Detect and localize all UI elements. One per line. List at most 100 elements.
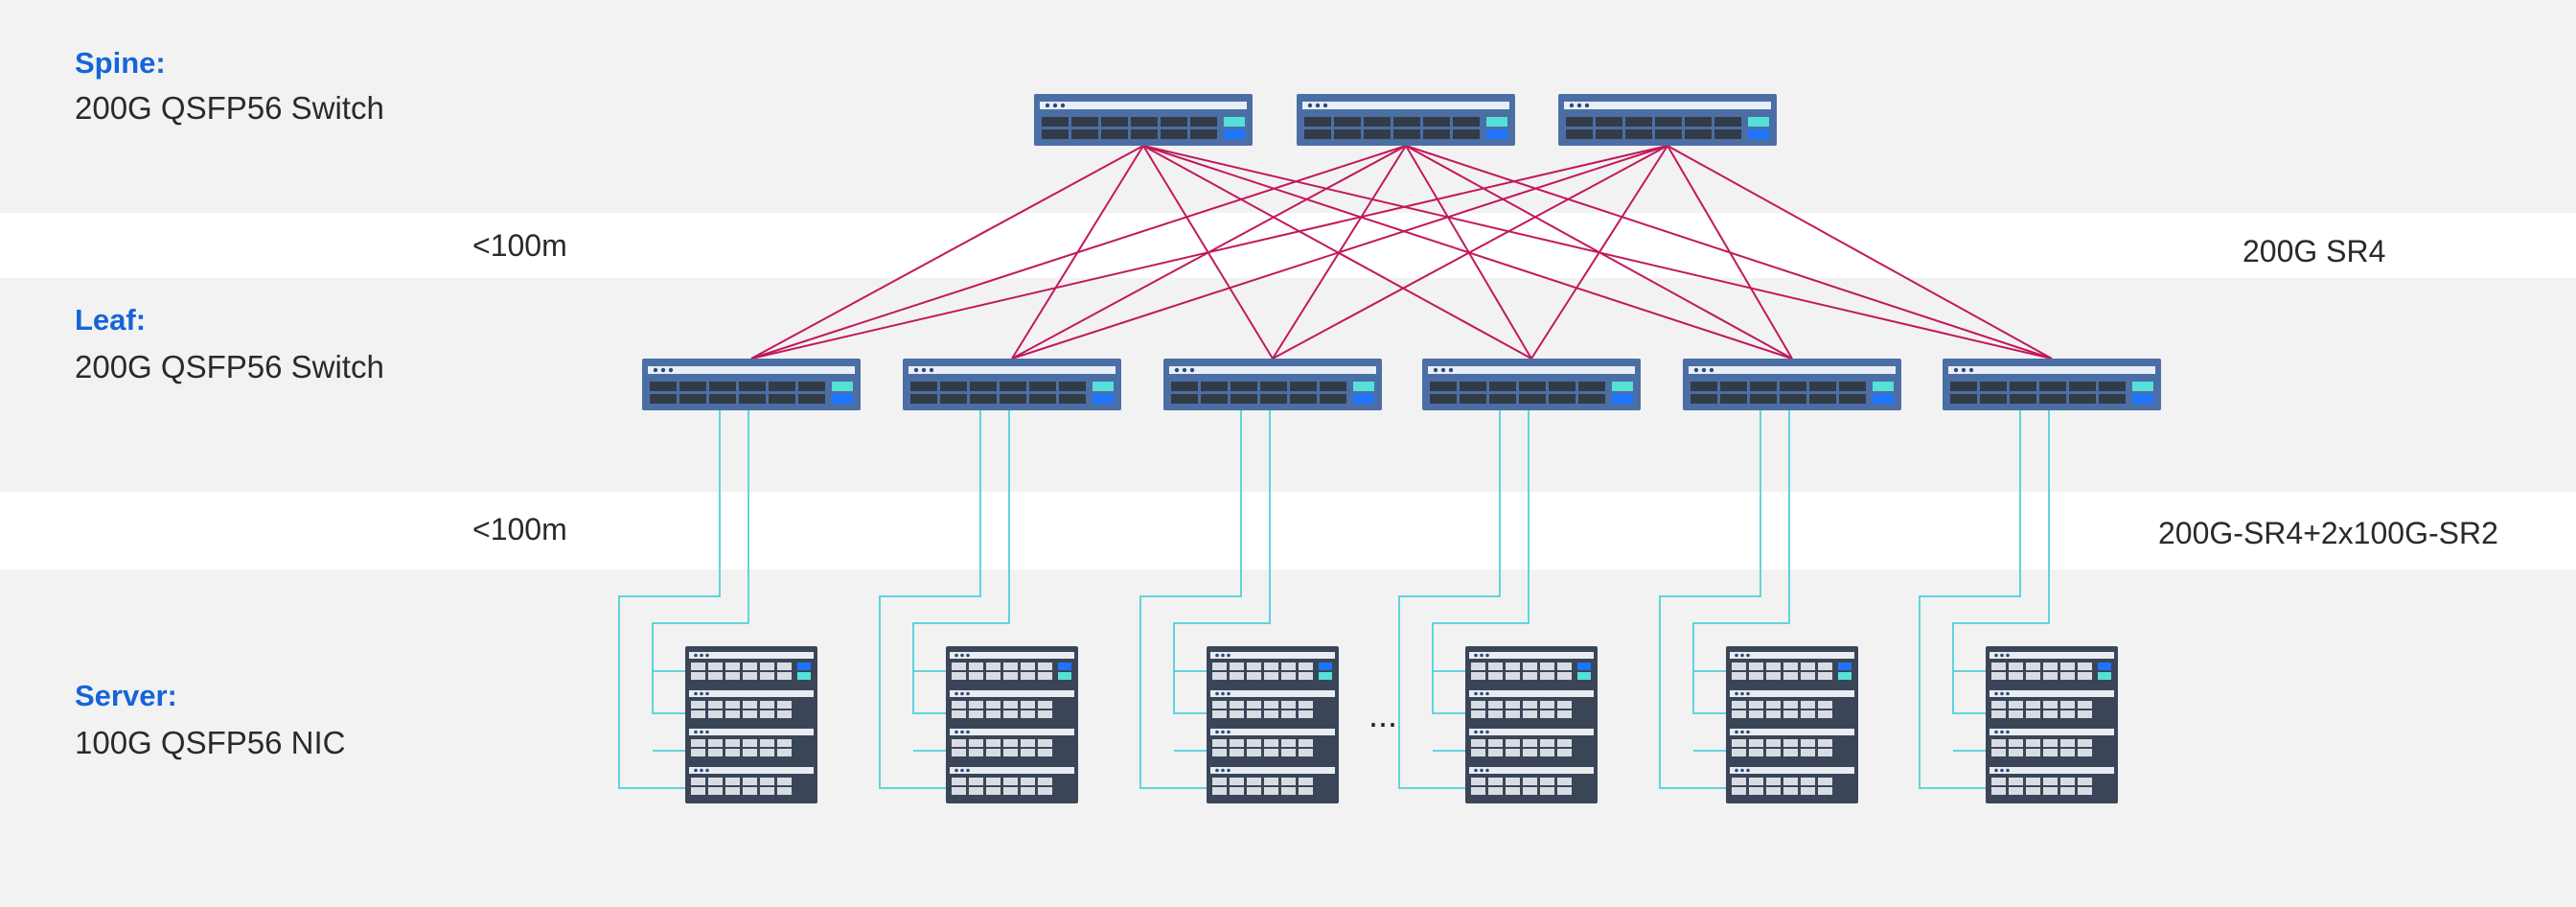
server-bay: [1766, 787, 1781, 795]
server-bay: [986, 710, 1000, 718]
nic-port: [797, 663, 811, 670]
switch-port: [1334, 117, 1361, 127]
server-bay: [1818, 663, 1832, 670]
server-bay: [1749, 663, 1763, 670]
server-led: [1480, 691, 1484, 696]
server-led: [1740, 653, 1744, 658]
server-led: [1740, 730, 1744, 734]
spine-leaf-distance: <100m: [472, 228, 567, 263]
server-bay: [1523, 778, 1537, 785]
switch-led: [1307, 103, 1313, 108]
server-bay: [1783, 663, 1798, 670]
server-bay: [777, 710, 792, 718]
server-bay: [986, 739, 1000, 747]
switch-port: [1809, 382, 1836, 391]
server-led: [966, 768, 970, 773]
server-bay: [1766, 663, 1781, 670]
server-bay: [986, 701, 1000, 709]
switch-port: [2039, 394, 2066, 404]
server-bay: [1523, 672, 1537, 680]
server-bay: [2026, 663, 2040, 670]
leaf-server-cable: [1919, 410, 2021, 789]
server-bay: [2078, 663, 2092, 670]
server-bay: [1003, 701, 1018, 709]
server-led: [700, 730, 703, 734]
switch-port: [1320, 382, 1346, 391]
switch-port: [1950, 394, 1977, 404]
rack-enclosure: [685, 646, 817, 803]
switch-led: [668, 367, 674, 373]
switch-port: [1720, 382, 1747, 391]
server-bay: [743, 778, 757, 785]
server-bay: [1230, 739, 1244, 747]
switch-status-strip: [1040, 102, 1247, 109]
server-bay: [1506, 663, 1520, 670]
switch-uplink-port: [1873, 382, 1894, 391]
switch-port: [1596, 129, 1622, 139]
switch-port: [1714, 117, 1741, 127]
server-led: [966, 730, 970, 734]
server-bay: [1557, 749, 1572, 756]
server-bay: [1801, 663, 1815, 670]
server-bay: [2009, 701, 2023, 709]
rack-enclosure: [1726, 646, 1858, 803]
switch-port: [1131, 117, 1158, 127]
server-bay: [1991, 787, 2006, 795]
switch-status-strip: [1428, 366, 1635, 374]
nic-port: [1319, 663, 1332, 670]
server-bay: [1021, 663, 1035, 670]
server-led: [1474, 691, 1478, 696]
switch-uplink-port: [832, 394, 853, 404]
server-bay: [2060, 778, 2075, 785]
switch-uplink-port: [1748, 117, 1769, 127]
server-bay: [1766, 701, 1781, 709]
server-bay: [1749, 778, 1763, 785]
server-bay: [986, 787, 1000, 795]
switch-led: [1182, 367, 1187, 373]
server-bay: [1523, 739, 1537, 747]
server-bay: [969, 710, 983, 718]
server-bay: [1003, 739, 1018, 747]
server-bay: [725, 749, 740, 756]
server-led: [954, 691, 958, 696]
server-bay: [1003, 778, 1018, 785]
server-bay: [1540, 749, 1554, 756]
server-led: [2006, 653, 2010, 658]
server-bay: [1281, 739, 1296, 747]
server-bay: [986, 778, 1000, 785]
nic-port: [1058, 663, 1071, 670]
server-bay: [1766, 672, 1781, 680]
server-bay: [1991, 701, 2006, 709]
switch-port: [1042, 129, 1069, 139]
switch-port: [1549, 382, 1576, 391]
rack-enclosure: [1207, 646, 1339, 803]
switch-led: [1693, 367, 1699, 373]
server-bay: [1783, 787, 1798, 795]
server-bay: [1523, 787, 1537, 795]
server-led: [700, 768, 703, 773]
server-bay: [1281, 778, 1296, 785]
server-led: [1480, 768, 1484, 773]
server-led: [1740, 768, 1744, 773]
server-led: [2000, 691, 2004, 696]
server-bay: [1523, 749, 1537, 756]
switch-port: [970, 382, 997, 391]
spine-leaf-link: [750, 145, 1144, 360]
server-bay: [1038, 710, 1052, 718]
switch-led: [1569, 103, 1575, 108]
server-bay: [1299, 778, 1313, 785]
server-led: [1227, 730, 1230, 734]
server-bay: [2060, 787, 2075, 795]
server-bay: [952, 672, 966, 680]
switch-uplink-port: [1748, 129, 1769, 139]
switch-port: [1423, 117, 1450, 127]
switch-port: [2039, 382, 2066, 391]
server-bay: [708, 778, 723, 785]
server-led: [1221, 730, 1225, 734]
leaf-server-cable: [652, 410, 749, 714]
server-bay: [1299, 701, 1313, 709]
server-bay: [1540, 663, 1554, 670]
server-bay: [2026, 710, 2040, 718]
switch-port: [1980, 394, 2007, 404]
